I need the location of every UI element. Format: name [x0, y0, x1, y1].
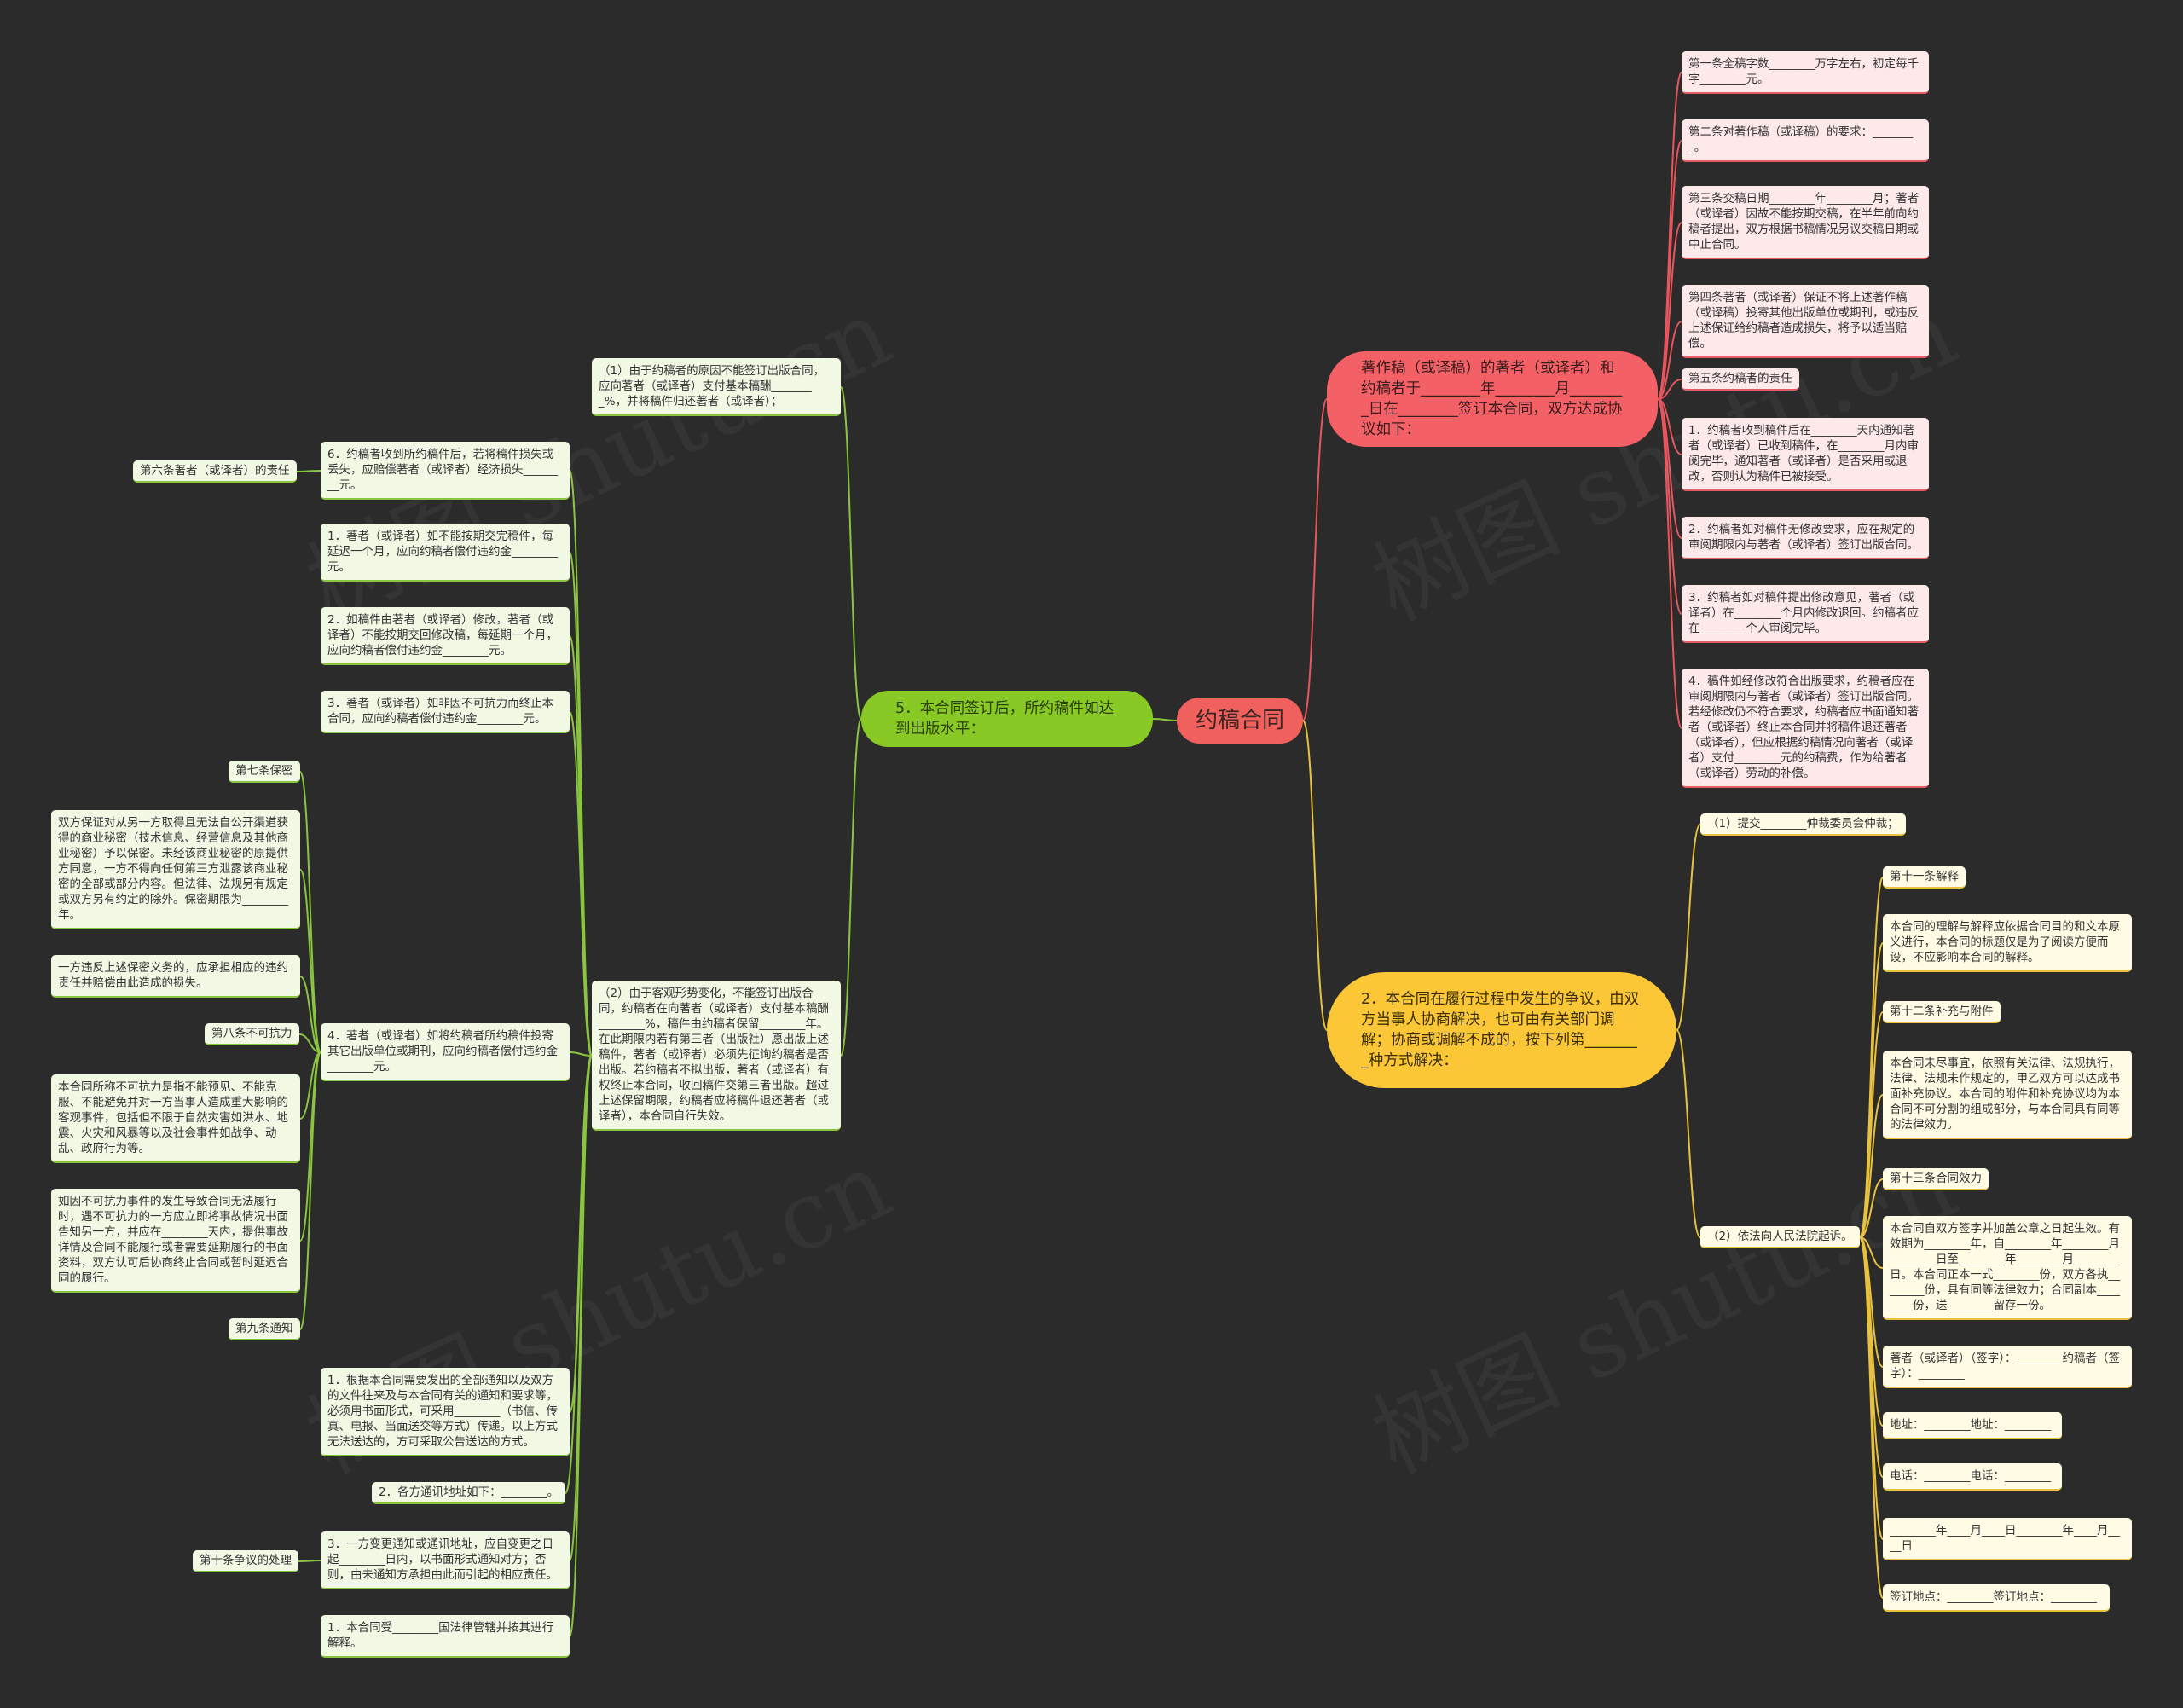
connector: [1657, 140, 1682, 400]
red-item[interactable]: 第五条约稿者的责任: [1682, 368, 1799, 391]
connector: [298, 1560, 321, 1562]
connector: [1859, 1011, 1884, 1238]
green-item[interactable]: 2．如稿件由著者（或译者）修改，著者（或译者）不能按期交回修改稿，每延期一个月，…: [321, 607, 570, 665]
connector: [299, 1051, 321, 1330]
green-item[interactable]: 1．著者（或译者）如不能按期交完稿件，每延迟一个月，应向约稿者偿付违约金____…: [321, 524, 570, 582]
gold-option[interactable]: （1）提交________仲裁委员会仲裁；: [1700, 813, 1906, 836]
connector: [1657, 222, 1682, 400]
green-item[interactable]: 1．根据本合同需要发出的全部通知以及双方的文件往来及与本合同有关的通知和要求等，…: [321, 1368, 570, 1456]
red-item[interactable]: 第三条交稿日期________年________月；著者（或译者）因故不能按期交…: [1682, 186, 1929, 259]
connector: [299, 771, 321, 1053]
red-item[interactable]: 第一条全稿字数________万字左右，初定每千字________元。: [1682, 51, 1929, 94]
connector: [1302, 398, 1328, 721]
connector: [1676, 1029, 1701, 1238]
green-item[interactable]: 3．一方变更通知或通讯地址，应自变更之日起________日内，以书面形式通知对…: [321, 1531, 570, 1589]
connector: [565, 1055, 593, 1494]
red-item[interactable]: 4．稿件如经修改符合出版要求，约稿者应在审阅期限内与著者（或译者）签订出版合同。…: [1682, 669, 1929, 788]
green-clause[interactable]: 本合同所称不可抗力是指不能预见、不能克服、不能避免并对一方当事人造成重大影响的客…: [51, 1074, 300, 1163]
gold-item[interactable]: 签订地点：________签订地点：________: [1883, 1584, 2110, 1612]
gold-item[interactable]: 本合同自双方签字并加盖公章之日起生效。有效期为________年，自______…: [1883, 1216, 2132, 1320]
connector: [1859, 1094, 1884, 1238]
connector: [840, 718, 862, 1057]
connector: [840, 386, 862, 720]
connector: [298, 1033, 321, 1053]
connector: [1859, 1236, 1884, 1599]
gold-item[interactable]: 第十一条解释: [1883, 866, 1966, 889]
green-clause[interactable]: 如因不可抗力事件的发生导致合同无法履行时，遇不可抗力的一方应立即将事故情况书面告…: [51, 1189, 300, 1293]
red-item[interactable]: 2．约稿者如对稿件无修改要求，应在规定的审阅期限内与著者（或译者）签订出版合同。: [1682, 517, 1929, 559]
green-item[interactable]: 2．各方通讯地址如下：________。: [372, 1482, 566, 1504]
root-topic[interactable]: 约稿合同: [1177, 698, 1303, 744]
green-sub[interactable]: （1）由于约稿者的原因不能签订出版合同，应向著者（或译者）支付基本稿酬_____…: [592, 358, 841, 416]
connector: [1152, 718, 1178, 721]
green-item[interactable]: 3．著者（或译者）如非因不可抗力而终止本合同，应向约稿者偿付违约金_______…: [321, 691, 570, 733]
gold-item[interactable]: 地址：________地址：________: [1883, 1412, 2062, 1439]
red-item[interactable]: 3．约稿者如对稿件提出修改意见，著者（或译者）在________个月内修改退回。…: [1682, 585, 1929, 643]
connector: [569, 711, 593, 1057]
green-clause[interactable]: 一方违反上述保密义务的，应承担相应的违约责任并赔偿由此造成的损失。: [51, 955, 300, 998]
gold-item[interactable]: 第十三条合同效力: [1883, 1168, 1989, 1190]
connector: [1657, 398, 1682, 729]
gold-option[interactable]: （2）依法向人民法院起诉。: [1700, 1226, 1860, 1248]
main-topic-green[interactable]: 5．本合同签订后，所约稿件如达到出版水平：: [861, 691, 1153, 747]
connector: [1657, 398, 1682, 615]
connector: [1676, 824, 1701, 1031]
connector: [569, 1051, 593, 1057]
connector: [1657, 72, 1682, 400]
gold-item[interactable]: 电话：________电话：________: [1883, 1463, 2062, 1491]
green-clause[interactable]: 第八条不可抗力: [205, 1023, 299, 1045]
gold-item[interactable]: ________年____月____日________年____月____日: [1883, 1518, 2132, 1560]
connector: [296, 470, 321, 472]
gold-item[interactable]: 著者（或译者）（签字）：________约稿者（签字）：________: [1883, 1346, 2132, 1388]
gold-item[interactable]: 本合同的理解与解释应依据合同目的和文本原义进行，本合同的标题仅是为了阅读方便而设…: [1883, 914, 2132, 972]
connector: [1859, 1178, 1884, 1238]
connector: [299, 976, 321, 1053]
main-topic-red[interactable]: 著作稿（或译稿）的著者（或译者）和约稿者于________年________月_…: [1327, 351, 1658, 447]
green-clause[interactable]: 第九条通知: [229, 1318, 300, 1340]
green-clause[interactable]: 第七条保密: [229, 761, 300, 783]
connector: [299, 1051, 321, 1120]
gold-item[interactable]: 本合同未尽事宜，依照有关法律、法规执行，法律、法规未作规定的，甲乙双方可以达成书…: [1883, 1051, 2132, 1139]
green-clause[interactable]: 第六条著者（或译者）的责任: [133, 460, 297, 483]
main-topic-gold[interactable]: 2．本合同在履行过程中发生的争议，由双方当事人协商解决，也可由有关部门调解；协商…: [1327, 972, 1676, 1088]
red-item[interactable]: 1．约稿者收到稿件后在________天内通知著者（或译者）已收到稿件，在___…: [1682, 418, 1929, 491]
red-item[interactable]: 第二条对著作稿（或译稿）的要求：________。: [1682, 119, 1929, 162]
green-clause[interactable]: 第十条争议的处理: [193, 1550, 298, 1572]
green-item[interactable]: 6．约稿者收到所约稿件后，若将稿件损失或丢失，应赔偿著者（或译者）经济损失___…: [321, 442, 570, 500]
connector: [569, 552, 593, 1057]
connector: [1657, 379, 1682, 400]
green-sub[interactable]: （2）由于客观形势变化，不能签订出版合同，约稿者在向著者（或译者）支付基本稿酬_…: [592, 981, 841, 1131]
connector: [1657, 321, 1682, 400]
connector: [569, 470, 593, 1057]
connector: [1657, 398, 1682, 455]
green-clause[interactable]: 双方保证对从另一方取得且无法自公开渠道获得的商业秘密（技术信息、经营信息及其他商…: [51, 810, 300, 929]
connector: [1859, 1236, 1884, 1269]
green-item[interactable]: 1．本合同受________国法律管辖并按其进行解释。: [321, 1615, 570, 1658]
connector: [299, 869, 321, 1053]
gold-item[interactable]: 第十二条补充与附件: [1883, 1001, 2001, 1023]
green-item[interactable]: 4．著者（或译者）如将约稿者所约稿件投寄其它出版单位或期刊，应向约稿者偿付违约金…: [321, 1023, 570, 1081]
connector: [569, 635, 593, 1057]
connector: [1302, 720, 1328, 1031]
red-item[interactable]: 第四条著者（或译者）保证不将上述著作稿（或译稿）投寄其他出版单位或期刊，或违反上…: [1682, 285, 1929, 358]
connector: [569, 1055, 593, 1637]
